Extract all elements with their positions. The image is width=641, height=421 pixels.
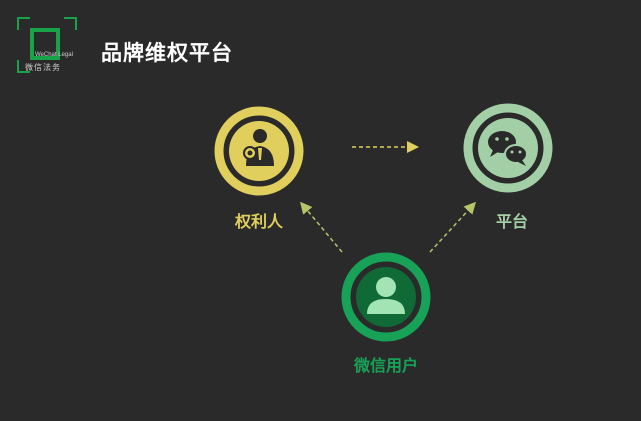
logo-mark-icon [17,17,77,73]
edge-user-to-rights [300,201,343,253]
node-label-wechat-user: 微信用户 [353,356,419,375]
node-label-platform: 平台 [495,212,529,231]
lawyer-icon [243,129,274,166]
logo-brand-en: WeChat Legal [35,52,73,58]
node-rights-holder [214,106,304,196]
logo-brand-cn: 微信法务 [25,63,61,72]
node-label-rights-holder: 权利人 [234,212,284,231]
node-platform [463,103,553,193]
edge-user-to-platform [429,201,477,253]
node-wechat-user [341,252,431,342]
wechat-legal-logo [16,16,78,88]
user-icon [367,277,405,314]
wechat-icon [488,131,528,166]
page-title: 品牌维权平台 [101,41,233,65]
